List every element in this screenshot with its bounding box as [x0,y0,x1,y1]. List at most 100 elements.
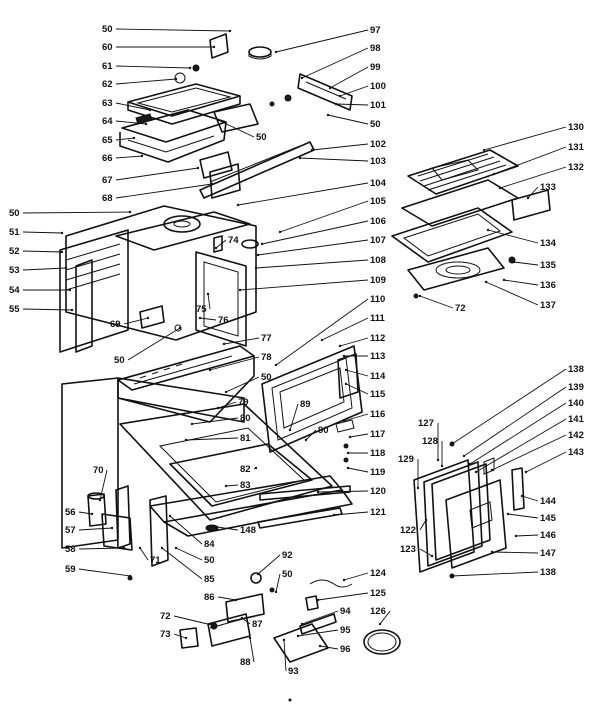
part-number-label: 125 [370,588,387,599]
part-number-label: 127 [418,418,434,429]
part-number-label: 82 [240,464,251,475]
leader-line [419,548,433,557]
leader-line [339,85,369,97]
leader-line [217,119,255,138]
leader-line [115,102,151,111]
leader-line [329,66,369,89]
callout-144: 144 [520,494,557,507]
leader-tip [214,246,218,250]
leader-line [275,573,281,593]
leader-line [491,434,567,471]
part-number-label: 108 [370,255,386,266]
leader-line [225,376,260,393]
leader-line [185,437,239,441]
leader-tip [304,438,308,442]
leader-line [379,610,391,625]
leader-line [321,317,369,341]
leader-tip [122,546,126,550]
leader-line [349,433,369,438]
callout-70: 70 [93,465,108,502]
callout-69: 69 [110,316,150,330]
leader-tip [196,166,200,170]
part-number-label: 72 [160,611,171,622]
callout-145: 145 [506,512,557,524]
callout-65: 65 [102,135,136,146]
leader-line [22,211,131,214]
leader-tip [222,342,226,346]
leader-tip [316,490,320,494]
leader-line [301,610,339,625]
leader-tip [416,486,420,490]
callout-52: 52 [9,246,64,257]
part-number-label: 67 [102,175,113,186]
callout-54: 54 [9,285,72,296]
part-number-label: 129 [398,454,414,465]
part-number-label: 56 [65,507,76,518]
callout-107: 107 [256,235,386,257]
leader-line [469,402,567,465]
leader-line [527,186,539,199]
callout-131: 131 [492,142,585,176]
part-number-label: 68 [102,193,113,204]
part-number-label: 146 [540,530,556,541]
leader-line [115,120,147,125]
leader-tip [256,253,260,257]
callout-92: 92 [256,550,293,576]
leader-tip [490,468,494,472]
callout-130: 130 [482,122,584,152]
leader-tip [278,230,282,234]
leader-tip [274,590,278,594]
leader-tip [424,518,428,522]
callout-106: 106 [260,216,386,246]
part-number-label: 136 [540,280,556,291]
leader-tip [214,624,218,628]
leader-tip [274,363,278,367]
leader-tip [346,451,350,455]
leader-tip [260,242,264,246]
leader-tip [228,29,232,33]
leader-line [261,220,369,245]
part-number-label: 109 [370,275,386,286]
part-number-label: 90 [318,425,329,436]
callout-64: 64 [102,116,148,127]
part-number-label: 62 [102,79,113,90]
part-number-label: 72 [455,303,466,314]
leader-tip [298,156,302,160]
part-number-label: 54 [9,285,20,296]
leader-line [485,281,539,306]
part-number-label: 88 [240,657,251,668]
leader-line [127,327,181,361]
leader-tip [526,196,530,200]
leader-tip [224,484,228,488]
callout-135: 135 [512,260,557,271]
callout-63: 63 [102,98,152,112]
leader-tip [60,231,64,235]
leader-tip [288,428,292,432]
lower-cabinet [61,377,353,581]
leader-line [78,511,93,515]
part-number-label: 50 [282,569,293,580]
callout-117: 117 [348,429,385,440]
callout-108: 108 [254,255,386,270]
part-number-label: 104 [370,178,387,189]
callout-146: 146 [514,530,556,541]
oven-door [261,345,363,463]
leader-tip [338,94,342,98]
leader-line [99,469,108,501]
callout-116: 116 [342,409,385,423]
leader-line [507,513,539,519]
leader-tip [520,494,524,498]
leader-tip [212,45,216,49]
callout-51: 51 [9,227,64,238]
leader-tip [334,102,338,106]
part-number-label: 123 [400,544,416,555]
leader-tip [348,435,352,439]
part-number-label: 80 [240,413,251,424]
leader-line [305,429,317,441]
callout-99: 99 [328,62,381,90]
part-number-label: 89 [300,399,311,410]
callout-118: 118 [346,448,385,459]
callout-128: 128 [422,436,444,468]
callout-95: 95 [296,625,351,638]
